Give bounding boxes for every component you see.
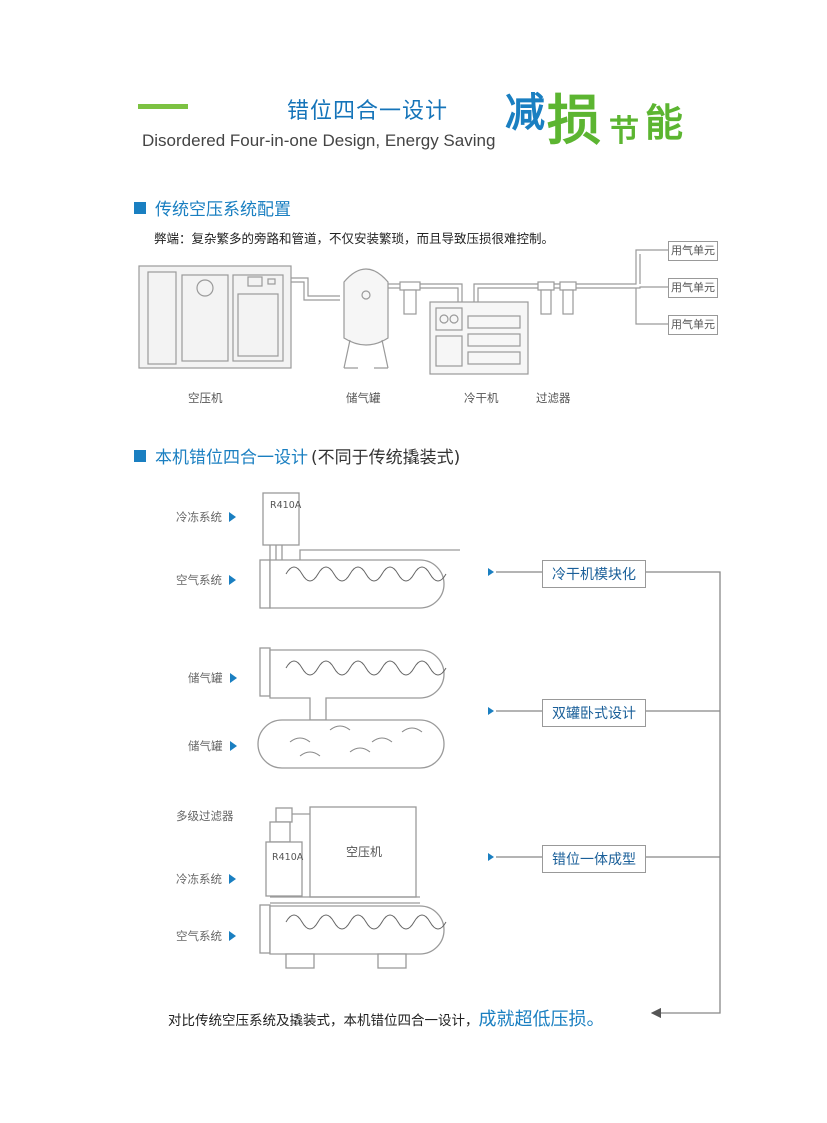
air-tank-illustration	[343, 268, 389, 346]
compressor-box-label: 空压机	[346, 845, 383, 859]
compressor-illustration	[138, 265, 292, 369]
conclusion-highlight: 成就超低压损。	[478, 1009, 605, 1030]
header-accent-bar	[138, 104, 188, 109]
section-heading-text: 传统空压系统配置	[155, 200, 291, 220]
slogan-char: 能	[645, 101, 684, 145]
label-tank: 储气罐	[188, 670, 237, 686]
feature-dual-tank: 双罐卧式设计	[542, 699, 646, 727]
slogan-char: 节	[609, 114, 639, 149]
connector-arrow	[488, 707, 494, 715]
label-dryer: 冷干机	[464, 391, 499, 405]
triangle-icon	[229, 931, 236, 941]
label-tank: 储气罐	[346, 391, 381, 405]
triangle-icon	[229, 874, 236, 884]
page-title: 错位四合一设计	[287, 99, 449, 124]
slogan: 减 损 节 能	[505, 76, 705, 156]
connector-arrow	[488, 568, 494, 576]
gas-unit-box: 用气单元	[668, 241, 718, 261]
dryer-illustration	[429, 301, 529, 375]
label-filter: 过滤器	[536, 391, 571, 405]
label-multi-filter: 多级过滤器	[176, 809, 234, 823]
triangle-icon	[229, 741, 237, 751]
conclusion-text: 对比传统空压系统及撬装式，本机错位四合一设计，成就超低压损。	[168, 1009, 605, 1030]
drawback-text: 弊端：复杂繁多的旁路和管道，不仅安装繁琐，而且导致压损很难控制。	[154, 231, 555, 246]
label-refrigeration: 冷冻系统	[176, 871, 236, 887]
connector-arrow	[488, 853, 494, 861]
slogan-char: 损	[547, 89, 601, 152]
label-refrigeration: 冷冻系统	[176, 509, 236, 525]
gas-unit-box: 用气单元	[668, 315, 718, 335]
section-heading-integrated: 本机错位四合一设计 (不同于传统撬装式)	[134, 443, 460, 468]
section-heading-traditional: 传统空压系统配置	[134, 195, 291, 220]
section-square-icon	[134, 201, 146, 214]
r410a-label: R410A	[270, 500, 302, 511]
slogan-char: 减	[505, 90, 545, 136]
triangle-icon	[229, 512, 236, 522]
label-air-system: 空气系统	[176, 572, 236, 588]
label-tank: 储气罐	[188, 738, 237, 754]
section-heading-text: 本机错位四合一设计	[155, 448, 308, 468]
feature-integrated: 错位一体成型	[542, 845, 646, 873]
section-square-icon	[134, 449, 146, 462]
page-subtitle: Disordered Four-in-one Design, Energy Sa…	[142, 131, 496, 150]
r410a-label: R410A	[272, 852, 304, 863]
triangle-icon	[229, 575, 236, 585]
gas-unit-box: 用气单元	[668, 278, 718, 298]
feature-dryer-modular: 冷干机模块化	[542, 560, 646, 588]
section-heading-suffix: (不同于传统撬装式)	[311, 448, 461, 468]
triangle-icon	[229, 673, 237, 683]
traditional-system-diagram	[138, 249, 668, 375]
label-compressor: 空压机	[188, 391, 223, 405]
label-air-system: 空气系统	[176, 928, 236, 944]
